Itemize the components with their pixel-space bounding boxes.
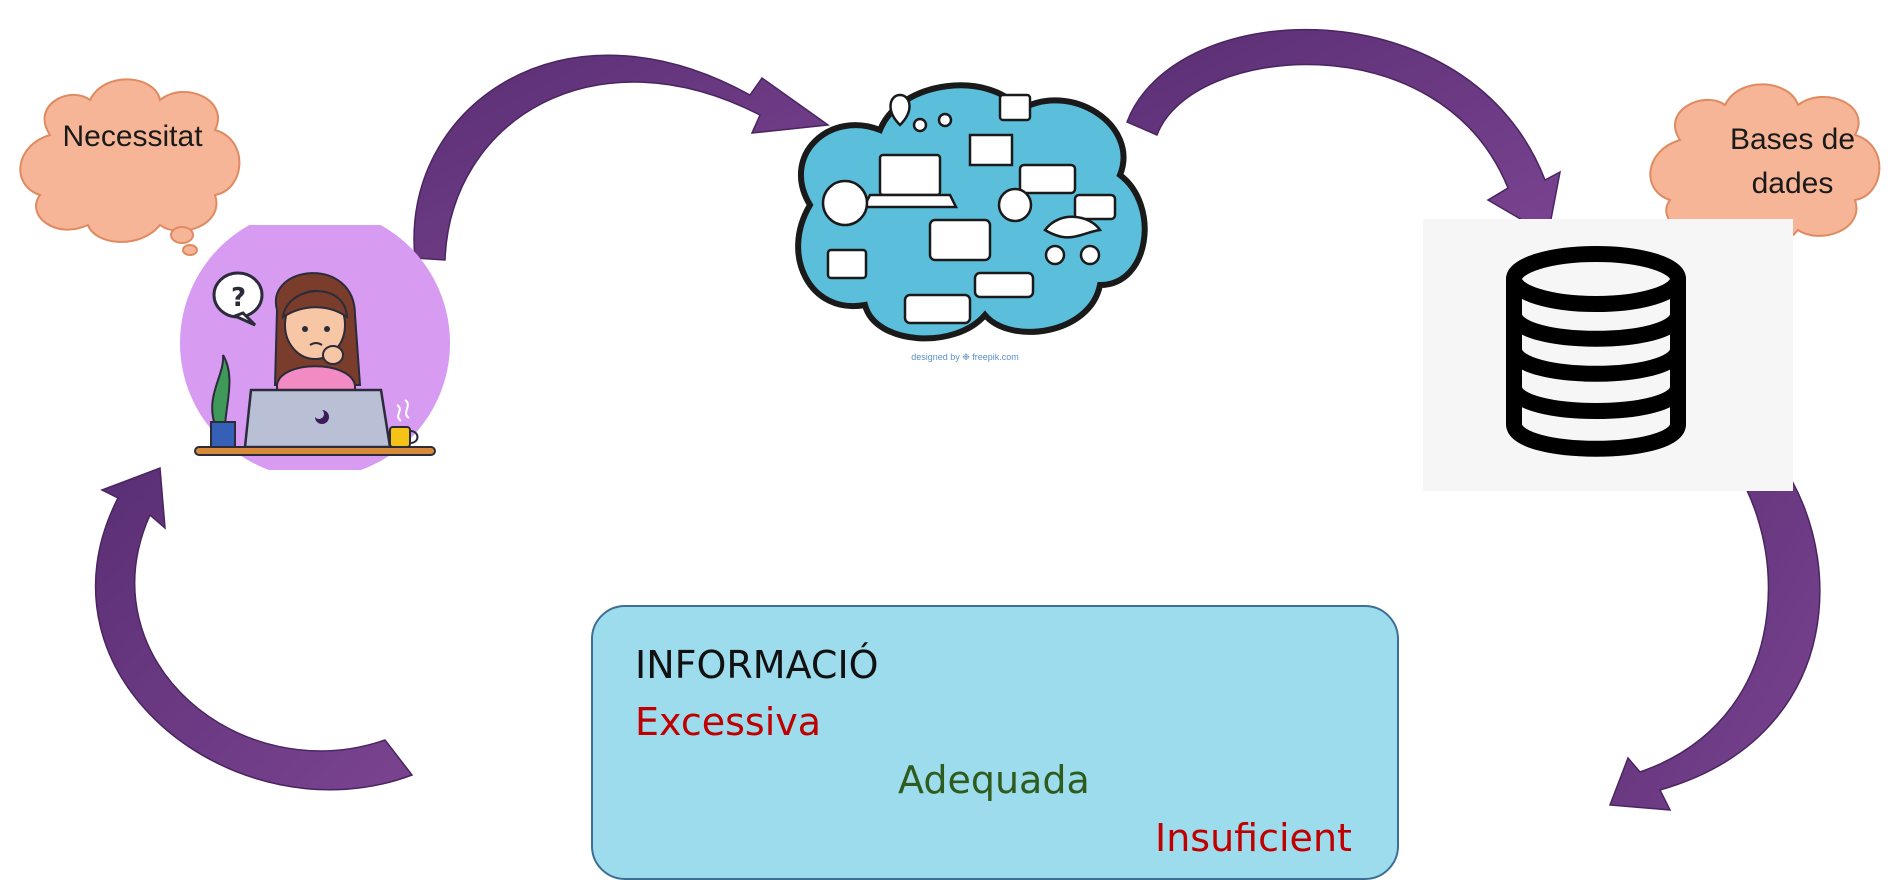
thought-cloud-icon: [19, 78, 241, 256]
information-box: INFORMACIÓ Excessiva Adequada Insuficien…: [591, 605, 1399, 880]
databases-label-line2: dades: [1751, 167, 1834, 200]
information-adequate: Adequada: [898, 758, 1090, 802]
internet-cloud-icon: [795, 82, 1148, 342]
information-insufficient: Insuficient: [1155, 816, 1352, 860]
information-excessive: Excessiva: [635, 700, 822, 744]
arrow-information-to-need: [94, 466, 414, 791]
person-illustration: ?: [165, 208, 465, 478]
internet-cloud-illustration: designed by ❉ freepik.com: [770, 55, 1155, 365]
person-at-laptop-icon: ?: [180, 208, 450, 478]
arrow-need-to-internet: [413, 54, 831, 261]
databases-label-line1: Bases de: [1729, 123, 1856, 156]
svg-text:?: ?: [231, 283, 246, 313]
information-title: INFORMACIÓ: [635, 643, 879, 687]
freepik-credit: designed by ❉ freepik.com: [911, 352, 1019, 362]
database-panel: [1423, 219, 1793, 491]
need-label: Necessitat: [62, 120, 203, 153]
database-icon: [1506, 246, 1686, 457]
arrow-database-to-information: [1608, 424, 1821, 811]
need-thought-cloud: Necessitat: [10, 65, 255, 260]
arrow-internet-to-database: [1126, 28, 1562, 237]
